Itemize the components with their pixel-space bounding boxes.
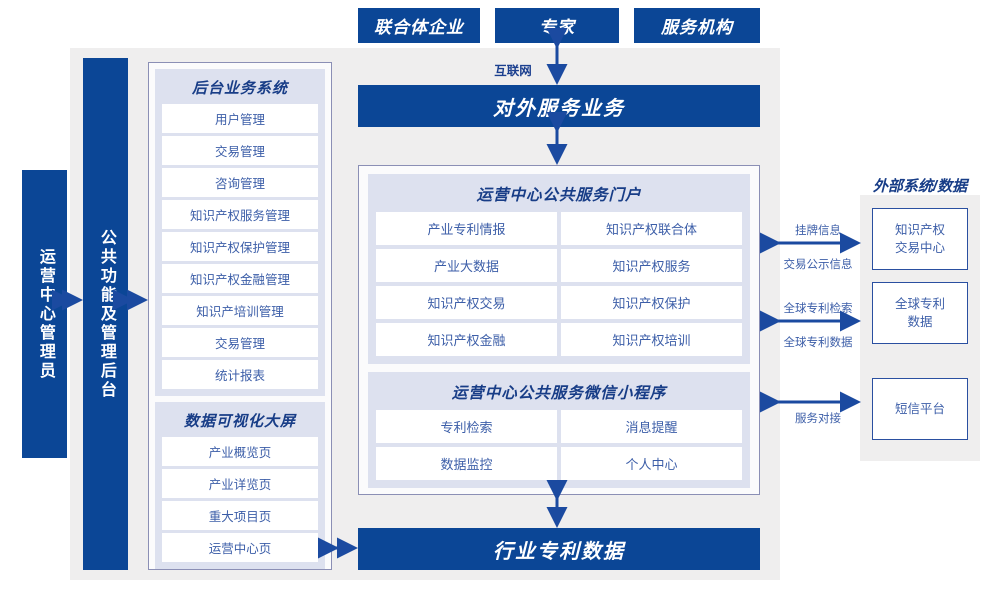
panel-title: 运营中心公共服务微信小程序 <box>451 385 667 402</box>
miniprogram-item[interactable]: 数据监控 <box>376 447 557 480</box>
external-box-ip-trading-center: 知识产权交易中心 <box>872 208 968 270</box>
module-item[interactable]: 用户管理 <box>162 104 318 133</box>
bar-external-service-business: 对外服务业务 <box>358 85 760 127</box>
module-item[interactable]: 交易管理 <box>162 136 318 165</box>
module-item[interactable]: 知识产权金融管理 <box>162 264 318 293</box>
module-item[interactable]: 咨询管理 <box>162 168 318 197</box>
external-box-global-patent-data: 全球专利数据 <box>872 282 968 344</box>
module-group-data-visualization-screen: 数据可视化大屏 产业概览页 产业详览页 重大项目页 运营中心页 <box>155 402 325 569</box>
actor-label: 服务机构 <box>661 18 733 37</box>
arrow-label-transaction-disclosure: 交易公示信息 <box>783 259 853 271</box>
arrow-label-service-docking: 服务对接 <box>795 413 841 425</box>
module-group-backend-business-system: 后台业务系统 用户管理 交易管理 咨询管理 知识产权服务管理 知识产权保护管理 … <box>155 69 325 396</box>
external-box-sms-platform: 短信平台 <box>872 378 968 440</box>
module-item[interactable]: 知识产权服务管理 <box>162 200 318 229</box>
actor-box-expert: 专家 <box>495 8 619 43</box>
bar-label: 行业专利数据 <box>493 540 625 563</box>
actor-label: 联合体企业 <box>374 18 464 37</box>
actor-box-service-agency: 服务机构 <box>634 8 760 43</box>
arrow-label-global-patent-data: 全球专利数据 <box>783 337 853 349</box>
actor-box-consortium-enterprise: 联合体企业 <box>358 8 480 43</box>
panel-grid: 产业专利情报 知识产权联合体 产业大数据 知识产权服务 知识产权交易 知识产权保… <box>376 212 742 356</box>
module-item[interactable]: 知识产权保护管理 <box>162 232 318 261</box>
vertical-bar-label: 运营中心管理员 <box>36 247 54 381</box>
external-box-label: 短信平台 <box>894 401 945 416</box>
vertical-bar-operations-center-admin: 运营中心管理员 <box>22 170 67 458</box>
arrow-label-listing-info: 挂牌信息 <box>795 225 841 237</box>
panel-grid: 专利检索 消息提醒 数据监控 个人中心 <box>376 410 742 480</box>
external-box-label: 全球专利数据 <box>894 296 945 329</box>
miniprogram-item[interactable]: 个人中心 <box>561 447 742 480</box>
module-item[interactable]: 重大项目页 <box>162 501 318 530</box>
miniprogram-item[interactable]: 消息提醒 <box>561 410 742 443</box>
module-card: 后台业务系统 用户管理 交易管理 咨询管理 知识产权服务管理 知识产权保护管理 … <box>148 62 332 570</box>
module-item[interactable]: 产业详览页 <box>162 469 318 498</box>
bar-label: 对外服务业务 <box>493 97 625 120</box>
portal-item[interactable]: 知识产权金融 <box>376 323 557 356</box>
actor-label: 专家 <box>539 18 575 37</box>
external-systems-title: 外部系统/数据 <box>872 178 968 195</box>
bar-industry-patent-data: 行业专利数据 <box>358 528 760 570</box>
module-item[interactable]: 知识产培训管理 <box>162 296 318 325</box>
vertical-bar-common-function-backend: 公共功能及管理后台 <box>83 58 128 570</box>
panel-title: 运营中心公共服务门户 <box>476 187 642 204</box>
vertical-bar-label: 公共功能及管理后台 <box>97 228 115 400</box>
module-item[interactable]: 产业概览页 <box>162 437 318 466</box>
module-item[interactable]: 统计报表 <box>162 360 318 389</box>
portal-item[interactable]: 产业专利情报 <box>376 212 557 245</box>
module-group-title: 数据可视化大屏 <box>183 413 296 430</box>
external-box-label: 知识产权交易中心 <box>894 222 945 255</box>
portal-item[interactable]: 知识产权保护 <box>561 286 742 319</box>
miniprogram-item[interactable]: 专利检索 <box>376 410 557 443</box>
panel-public-service-portal: 运营中心公共服务门户 产业专利情报 知识产权联合体 产业大数据 知识产权服务 知… <box>368 174 750 364</box>
portal-item[interactable]: 产业大数据 <box>376 249 557 282</box>
module-item[interactable]: 交易管理 <box>162 328 318 357</box>
portal-item[interactable]: 知识产权培训 <box>561 323 742 356</box>
module-group-title: 后台业务系统 <box>191 80 288 97</box>
module-item[interactable]: 运营中心页 <box>162 533 318 562</box>
panel-wechat-mini-program: 运营中心公共服务微信小程序 专利检索 消息提醒 数据监控 个人中心 <box>368 372 750 488</box>
arrow-label-internet: 互联网 <box>494 64 532 78</box>
center-card: 运营中心公共服务门户 产业专利情报 知识产权联合体 产业大数据 知识产权服务 知… <box>358 165 760 495</box>
arrow-label-global-patent-search: 全球专利检索 <box>783 303 853 315</box>
portal-item[interactable]: 知识产权交易 <box>376 286 557 319</box>
portal-item[interactable]: 知识产权服务 <box>561 249 742 282</box>
portal-item[interactable]: 知识产权联合体 <box>561 212 742 245</box>
